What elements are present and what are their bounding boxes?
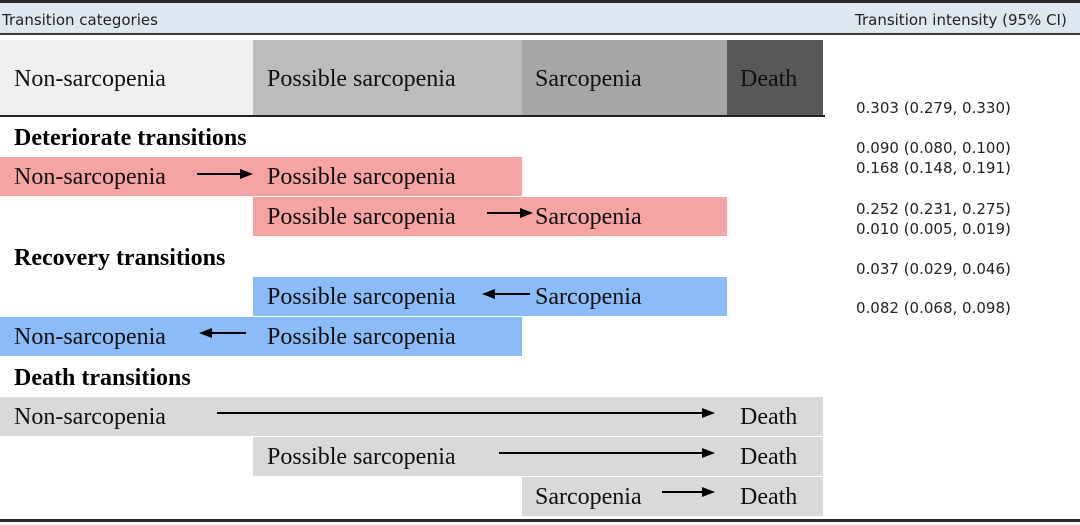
arrow-right-icon (499, 448, 715, 458)
state-label-sarcopenia: Sarcopenia (535, 66, 642, 92)
state-box-sarcopenia (522, 40, 727, 115)
death-row-2 (253, 437, 823, 476)
recovery-row-2-to: Non-sarcopenia (14, 324, 166, 350)
state-box-death (727, 40, 823, 115)
arrow-right-icon (487, 208, 533, 218)
death-row-2-to: Death (740, 444, 798, 470)
top-rule (0, 0, 1080, 3)
header-transition-intensity: Transition intensity (95% CI) (855, 11, 1067, 29)
recovery-row-2-from: Possible sarcopenia (267, 324, 456, 350)
section-recovery-title: Recovery transitions (14, 245, 226, 271)
intensity-value: 0.303 (0.279, 0.330) (856, 99, 1011, 117)
arrow-right-icon (217, 408, 715, 418)
recovery-row-1-to: Possible sarcopenia (267, 284, 456, 310)
recovery-row-1-from: Sarcopenia (535, 284, 642, 310)
death-row-1 (0, 397, 823, 436)
death-row-3-to: Death (740, 484, 798, 510)
state-box-possible-sarcopenia (253, 40, 522, 115)
intensity-value: 0.082 (0.068, 0.098) (856, 299, 1011, 317)
header-transition-categories: Transition categories (2, 11, 158, 29)
death-row-2-from: Possible sarcopenia (267, 444, 456, 470)
header-rule (0, 33, 1080, 35)
deteriorate-row-1-from: Non-sarcopenia (14, 164, 166, 190)
deteriorate-row-2-from: Possible sarcopenia (267, 204, 456, 230)
deteriorate-row-2 (253, 197, 727, 236)
bottom-rule (0, 519, 1080, 522)
death-row-1-to: Death (740, 404, 798, 430)
section-death-title: Death transitions (14, 365, 191, 391)
arrow-left-icon (482, 289, 530, 299)
deteriorate-row-2-to: Sarcopenia (535, 204, 642, 230)
arrow-right-icon (197, 169, 253, 179)
deteriorate-row-1 (0, 157, 522, 196)
recovery-row-2 (0, 317, 522, 356)
death-row-3-from: Sarcopenia (535, 484, 642, 510)
state-label-possible-sarcopenia: Possible sarcopenia (267, 66, 456, 92)
arrow-left-icon (199, 328, 246, 338)
arrow-right-icon (662, 487, 715, 497)
state-label-death: Death (740, 66, 798, 92)
state-box-non-sarcopenia (0, 40, 253, 115)
intensity-value: 0.252 (0.231, 0.275) (856, 200, 1011, 218)
intensity-value: 0.090 (0.080, 0.100) (856, 139, 1011, 157)
state-separator (0, 115, 825, 117)
deteriorate-row-1-to: Possible sarcopenia (267, 164, 456, 190)
section-deteriorate-title: Deteriorate transitions (14, 125, 247, 151)
intensity-value: 0.168 (0.148, 0.191) (856, 159, 1011, 177)
state-label-non-sarcopenia: Non-sarcopenia (14, 66, 166, 92)
intensity-value: 0.037 (0.029, 0.046) (856, 260, 1011, 278)
death-row-3 (522, 477, 823, 516)
intensity-value: 0.010 (0.005, 0.019) (856, 220, 1011, 238)
death-row-1-from: Non-sarcopenia (14, 404, 166, 430)
table-header: Transition categories Transition intensi… (0, 3, 1080, 33)
